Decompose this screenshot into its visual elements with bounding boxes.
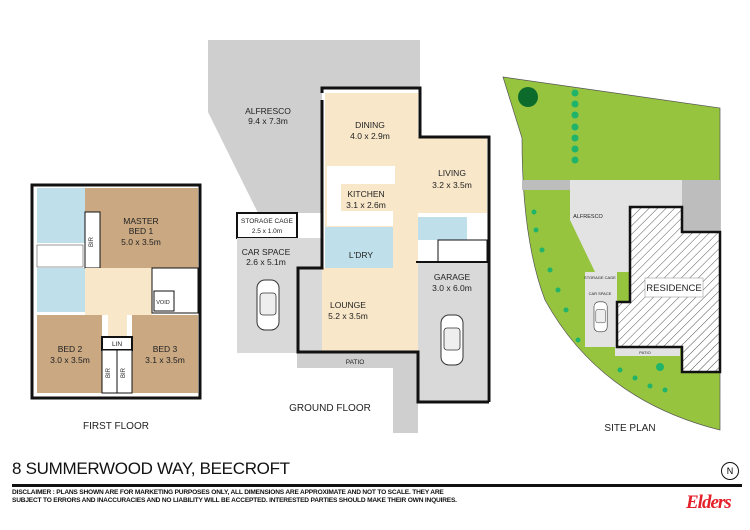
- kitchen-bench: [327, 166, 395, 184]
- room-label: ALFRESCO: [245, 106, 291, 116]
- room-label: STORAGE CAGE: [584, 275, 616, 280]
- disclaimer-line: SUBJECT TO ERRORS AND INACCURACIES AND N…: [12, 497, 457, 504]
- room-dims: 4.0 x 2.9m: [350, 131, 390, 141]
- property-address: 8 SUMMERWOOD WAY, BEECROFT: [12, 459, 290, 478]
- floor-label: GROUND FLOOR: [289, 403, 371, 414]
- room-label: BED 2: [58, 344, 83, 354]
- room-dims: 9.4 x 7.3m: [248, 116, 288, 126]
- first-floor-plan: MASTER BED 1 5.0 x 3.5m BED 2 3.0 x 3.5m…: [30, 183, 202, 432]
- first-floor-walls: [30, 183, 202, 400]
- entry-path: [393, 352, 418, 433]
- room-dims: 5.0 x 3.5m: [121, 237, 161, 247]
- room-label: LOUNGE: [330, 300, 366, 310]
- master-bedroom: [85, 188, 198, 268]
- car-icon: [593, 301, 608, 333]
- patio: [297, 352, 418, 368]
- room-label: LIVING: [438, 168, 466, 178]
- room-label: BED 3: [153, 344, 178, 354]
- room-dims: 3.0 x 3.5m: [50, 355, 90, 365]
- divider: [12, 484, 742, 487]
- floor-label: SITE PLAN: [604, 423, 655, 434]
- site-driveway: [682, 180, 720, 232]
- room-dims: 3.1 x 2.6m: [346, 200, 386, 210]
- bir-bed-3: [116, 349, 133, 394]
- room-label: STORAGE CAGE: [241, 218, 294, 225]
- room-dims: 2.5 x 1.0m: [252, 228, 282, 235]
- room-label: PATIO: [346, 359, 365, 366]
- bedroom-3: [132, 315, 198, 393]
- room-dims: 2.6 x 5.1m: [246, 257, 286, 267]
- living-area: [300, 93, 487, 352]
- ground-floor-plan: ALFRESCO 9.4 x 7.3m DINING 4.0 x 2.9m LI…: [208, 40, 491, 433]
- room-dims: 5.2 x 3.5m: [328, 311, 368, 321]
- room-label: L'DRY: [349, 250, 373, 260]
- room-dims: 3.0 x 6.0m: [432, 283, 472, 293]
- laundry: [325, 227, 393, 268]
- shrub-row: [531, 89, 668, 393]
- powder-room: [418, 217, 467, 240]
- elders-logo: Elders: [686, 492, 732, 513]
- room-label: DINING: [355, 120, 385, 130]
- site-plan: ALFRESCO STORAGE CAGE CAR SPACE PATIO RE…: [502, 76, 722, 434]
- room-label: BIR: [121, 367, 127, 378]
- ground-walls: [296, 100, 489, 404]
- residence-label-box: [644, 277, 704, 298]
- room-label: BIR: [89, 236, 95, 247]
- room-dims: 3.2 x 3.5m: [432, 180, 472, 190]
- kitchen-counter: [341, 211, 393, 226]
- room-label: BED 1: [129, 226, 154, 236]
- room-label: ALFRESCO: [573, 214, 603, 220]
- car-icon: [440, 314, 464, 366]
- ensuite: [37, 268, 85, 312]
- alfresco: [208, 40, 420, 213]
- room-label: VOID: [156, 300, 169, 306]
- site-alfresco: [570, 180, 682, 272]
- bathroom: [37, 188, 85, 243]
- room-label: BIR: [106, 367, 112, 378]
- room-label: KITCHEN: [347, 189, 384, 199]
- room-label: LIN: [112, 341, 122, 348]
- site-patio: [615, 347, 680, 356]
- room-label: PATIO: [639, 350, 650, 355]
- ground-stairs: [437, 239, 488, 263]
- void: [153, 290, 175, 312]
- car-icon: [256, 279, 280, 331]
- kitchen-counter: [327, 184, 341, 226]
- residence-label: RESIDENCE: [646, 283, 701, 294]
- disclaimer-line: DISCLAIMER : PLANS SHOWN ARE FOR MARKETI…: [12, 489, 444, 496]
- bedroom-2: [37, 315, 102, 393]
- room-label: CAR SPACE: [589, 291, 612, 296]
- room-label: GARAGE: [434, 272, 471, 282]
- north-arrow-icon: N: [721, 462, 739, 480]
- room-dims: 3.1 x 3.5m: [145, 355, 185, 365]
- floor-label: FIRST FLOOR: [83, 421, 149, 432]
- room-label: MASTER: [123, 216, 158, 226]
- car-space: [237, 238, 322, 353]
- hallway-lower: [108, 315, 127, 337]
- ground-walls: [320, 86, 491, 402]
- tree-icon: [518, 87, 538, 107]
- disclaimer: DISCLAIMER : PLANS SHOWN ARE FOR MARKETI…: [12, 489, 612, 505]
- bathtub: [36, 244, 84, 268]
- room-label: CAR SPACE: [242, 247, 291, 257]
- hallway: [85, 268, 152, 315]
